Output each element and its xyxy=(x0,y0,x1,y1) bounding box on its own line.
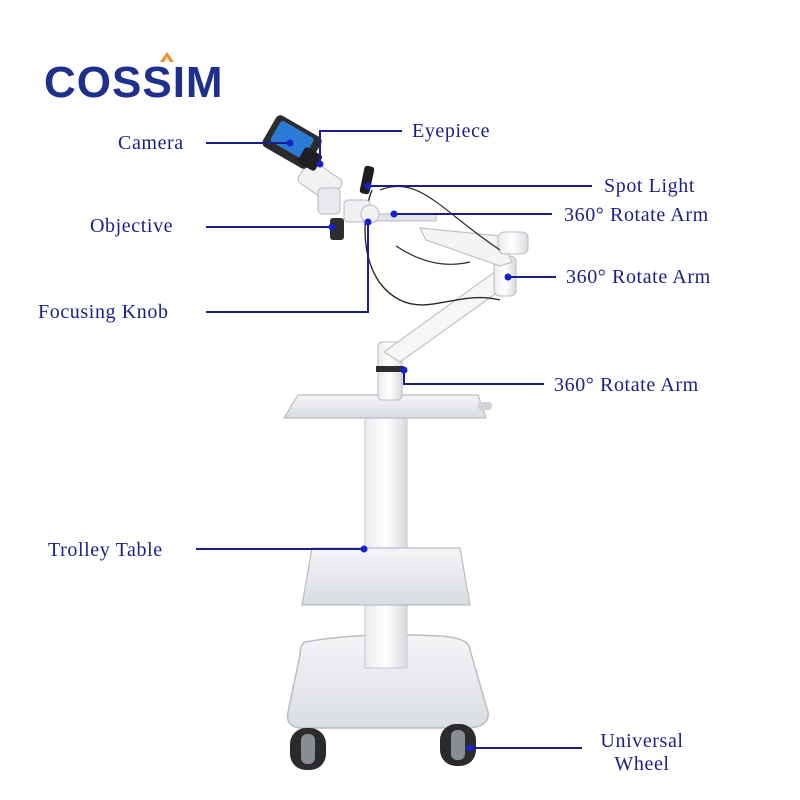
label-focusing-knob: Focusing Knob xyxy=(38,301,169,323)
label-eyepiece: Eyepiece xyxy=(412,120,491,142)
label-objective: Objective xyxy=(90,215,174,237)
upper-arm xyxy=(418,227,513,267)
dot-focusing-knob xyxy=(364,218,372,226)
dot-rotate-arm-1 xyxy=(390,210,398,218)
label-universal-wheel-line1: Universal xyxy=(600,730,684,752)
dot-eyepiece xyxy=(316,160,324,168)
dot-rotate-arm-2 xyxy=(504,273,512,281)
brand-logo: COSSIM xyxy=(44,58,224,107)
arm-elbow-upper xyxy=(497,231,529,255)
dot-objective xyxy=(328,223,336,231)
trolley-top-tray xyxy=(282,394,487,419)
label-rotate-arm-3: 360° Rotate Arm xyxy=(554,374,699,396)
trolley-column xyxy=(364,417,408,669)
label-rotate-arm-2: 360° Rotate Arm xyxy=(566,266,711,288)
wheel-left xyxy=(290,728,326,770)
label-camera: Camera xyxy=(118,132,184,154)
dot-spot-light xyxy=(364,182,372,190)
leader-focusing-knob xyxy=(206,222,369,313)
wheel-right xyxy=(440,724,476,766)
label-universal-wheel-line2: Wheel xyxy=(614,753,670,775)
trolley-middle-shelf xyxy=(301,547,471,606)
label-rotate-arm-1: 360° Rotate Arm xyxy=(564,204,709,226)
dot-rotate-arm-3 xyxy=(400,366,408,374)
label-trolley-table: Trolley Table xyxy=(48,539,163,561)
logo-accent-mark xyxy=(160,52,174,62)
label-universal-wheel: Universal Wheel xyxy=(582,730,702,776)
label-spot-light: Spot Light xyxy=(604,175,696,197)
spot-light xyxy=(359,165,375,195)
dot-universal-wheel xyxy=(466,744,474,752)
dot-camera xyxy=(286,139,294,147)
microscope-head xyxy=(297,160,380,240)
dot-trolley-table xyxy=(360,545,368,553)
leader-rotate-arm-3 xyxy=(403,370,544,385)
leader-eyepiece xyxy=(319,130,402,164)
